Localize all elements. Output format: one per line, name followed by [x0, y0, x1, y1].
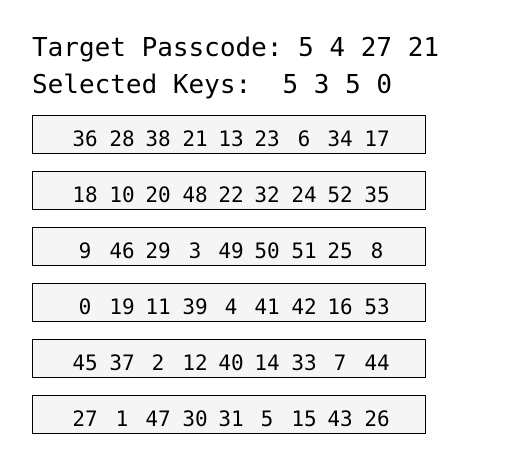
keypad-key[interactable]: 12 — [182, 351, 208, 375]
keypad-key[interactable]: 47 — [145, 407, 171, 431]
keypad-key[interactable]: 14 — [254, 351, 280, 375]
keypad-key[interactable]: 43 — [327, 407, 353, 431]
keypad-key[interactable]: 11 — [145, 295, 171, 319]
target-code-2: 4 — [329, 33, 346, 63]
keypad-row-5: 45 37 2 12 40 14 33 7 44 — [32, 339, 426, 378]
selected-keys-line: Selected Keys: 5 3 5 0 — [32, 70, 392, 100]
keypad-key[interactable]: 8 — [370, 239, 384, 263]
keypad-key[interactable]: 0 — [78, 295, 92, 319]
keypad-key[interactable]: 50 — [254, 239, 280, 263]
keypad-key[interactable]: 10 — [109, 183, 135, 207]
selected-key-2: 3 — [313, 70, 330, 100]
keypad-row-6: 27 1 47 30 31 5 15 43 26 — [32, 395, 426, 434]
keypad-key[interactable]: 3 — [188, 239, 202, 263]
target-passcode-label: Target Passcode: — [32, 33, 283, 63]
keypad-key[interactable]: 20 — [145, 183, 171, 207]
selected-key-3: 5 — [345, 70, 361, 100]
target-code-4: 21 — [407, 33, 440, 63]
keypad-key[interactable]: 39 — [182, 295, 208, 319]
keypad-key[interactable]: 7 — [333, 351, 347, 375]
keypad-key[interactable]: 45 — [72, 351, 98, 375]
keypad-key[interactable]: 1 — [115, 407, 129, 431]
keypad-key[interactable]: 25 — [327, 239, 353, 263]
selected-keys-label: Selected Keys: — [32, 70, 252, 100]
keypad-key[interactable]: 34 — [327, 127, 353, 151]
keypad-key[interactable]: 22 — [218, 183, 244, 207]
keypad-key[interactable]: 52 — [327, 183, 353, 207]
keypad-key[interactable]: 27 — [72, 407, 98, 431]
keypad-key[interactable]: 48 — [182, 183, 208, 207]
target-code-3: 27 — [360, 33, 393, 63]
keypad-key[interactable]: 30 — [182, 407, 208, 431]
keypad-key[interactable]: 26 — [364, 407, 390, 431]
keypad-key[interactable]: 32 — [254, 183, 280, 207]
keypad-key[interactable]: 23 — [254, 127, 280, 151]
keypad-key[interactable]: 44 — [364, 351, 390, 375]
keypad-key[interactable]: 40 — [218, 351, 244, 375]
keypad-key[interactable]: 36 — [72, 127, 98, 151]
keypad-key[interactable]: 18 — [72, 183, 98, 207]
keypad-key[interactable]: 6 — [297, 127, 311, 151]
keypad-key[interactable]: 49 — [218, 239, 244, 263]
keypad-key[interactable]: 5 — [260, 407, 274, 431]
keypad-key[interactable]: 9 — [78, 239, 92, 263]
keypad-key[interactable]: 42 — [291, 295, 317, 319]
keypad-key[interactable]: 28 — [109, 127, 135, 151]
keypad-key[interactable]: 15 — [291, 407, 317, 431]
selected-key-1: 5 — [282, 70, 299, 100]
keypad-key[interactable]: 16 — [327, 295, 353, 319]
keypad-key[interactable]: 21 — [182, 127, 208, 151]
keypad-row-4: 0 19 11 39 4 41 42 16 53 — [32, 283, 426, 322]
keypad-key[interactable]: 29 — [145, 239, 171, 263]
keypad-key[interactable]: 33 — [291, 351, 317, 375]
keypad-row-1: 36 28 38 21 13 23 6 34 17 — [32, 115, 426, 154]
keypad-key[interactable]: 19 — [109, 295, 135, 319]
target-code-1: 5 — [298, 33, 314, 63]
keypad-row-3: 9 46 29 3 49 50 51 25 8 — [32, 227, 426, 266]
keypad-key[interactable]: 51 — [291, 239, 317, 263]
keypad-key[interactable]: 24 — [291, 183, 317, 207]
keypad-key[interactable]: 2 — [151, 351, 165, 375]
keypad-key[interactable]: 37 — [109, 351, 135, 375]
keypad-key[interactable]: 4 — [224, 295, 238, 319]
keypad-key[interactable]: 38 — [145, 127, 171, 151]
keypad-key[interactable]: 53 — [364, 295, 390, 319]
keypad-key[interactable]: 17 — [364, 127, 390, 151]
keypad-key[interactable]: 46 — [109, 239, 135, 263]
keypad-key[interactable]: 41 — [254, 295, 280, 319]
keypad-row-2: 18 10 20 48 22 32 24 52 35 — [32, 171, 426, 210]
keypad-key[interactable]: 13 — [218, 127, 244, 151]
target-passcode-line: Target Passcode: 5 4 27 21 — [32, 33, 439, 63]
selected-key-4: 0 — [376, 70, 393, 100]
keypad-key[interactable]: 31 — [218, 407, 244, 431]
keypad-key[interactable]: 35 — [364, 183, 390, 207]
